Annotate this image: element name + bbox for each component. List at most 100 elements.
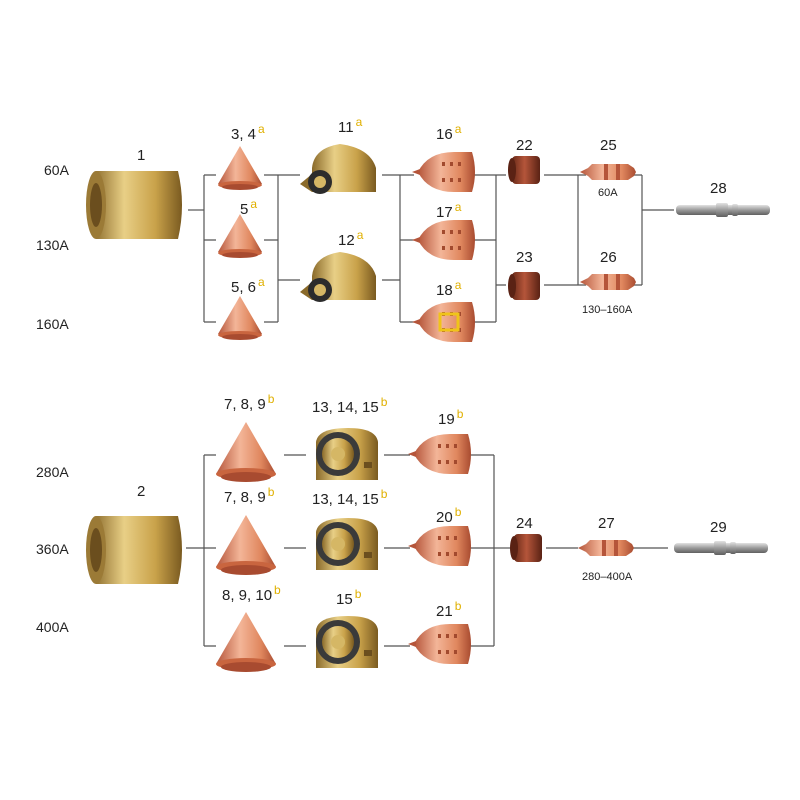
amp-label: 400A — [36, 619, 69, 635]
part-suffix: b — [267, 392, 275, 406]
range-label: 130–160A — [582, 304, 633, 316]
highlight-marker — [438, 312, 460, 332]
tip-16 — [412, 152, 475, 192]
part-label: 1 — [137, 148, 147, 163]
part-suffix: b — [456, 407, 464, 421]
swirl-ring-24 — [510, 534, 542, 562]
tip-19 — [408, 434, 471, 474]
part-number: 28 — [710, 180, 727, 197]
part-suffix: a — [356, 228, 364, 242]
part-number: 24 — [516, 515, 533, 532]
cooling-tube-28 — [676, 203, 770, 217]
part-number: 2 — [137, 483, 146, 500]
part-number: 5, 6 — [231, 279, 257, 296]
part-number: 23 — [516, 249, 533, 266]
retaining-cap-13-14-15-a — [316, 428, 378, 480]
part-number: 29 — [710, 519, 727, 536]
part-label: 26 — [600, 250, 619, 265]
part-number: 18 — [436, 282, 453, 299]
part-number: 12 — [338, 232, 355, 249]
part-suffix: b — [454, 599, 462, 613]
nozzle-5 — [218, 214, 262, 258]
shield-cap-2 — [86, 516, 182, 584]
part-suffix: a — [454, 122, 462, 136]
amp-label: 360A — [36, 541, 69, 557]
part-suffix: a — [258, 275, 265, 289]
part-number: 8, 9, 10 — [222, 587, 273, 604]
part-suffix: b — [380, 395, 388, 409]
nozzle-8-9-10 — [216, 612, 276, 672]
tip-21 — [408, 624, 471, 664]
part-number: 7, 8, 9 — [224, 489, 266, 506]
part-number: 16 — [436, 126, 453, 143]
retaining-cap-15 — [316, 616, 378, 668]
part-label: 22 — [516, 138, 535, 153]
retaining-cap-11 — [300, 144, 376, 194]
swirl-ring-22 — [508, 156, 540, 184]
nozzle-7-8-9-a — [216, 422, 276, 482]
range-label: 280–400A — [582, 571, 633, 583]
part-number: 7, 8, 9 — [224, 396, 266, 413]
part-number: 11 — [338, 119, 354, 136]
amp-label: 60A — [44, 162, 69, 178]
cooling-tube-29 — [674, 541, 768, 555]
shield-cap-1 — [86, 171, 182, 239]
retaining-cap-13-14-15-b — [316, 518, 378, 570]
part-suffix: a — [454, 278, 462, 292]
part-number: 26 — [600, 249, 617, 266]
part-label: 25 — [600, 138, 619, 153]
part-number: 17 — [436, 204, 453, 221]
amp-label: 160A — [36, 316, 69, 332]
part-number: 13, 14, 15 — [312, 491, 379, 508]
part-suffix: b — [354, 587, 362, 601]
part-suffix: b — [267, 485, 275, 499]
part-label: 27 — [598, 516, 617, 531]
part-suffix: a — [258, 122, 265, 136]
swirl-ring-23 — [508, 272, 540, 300]
part-suffix: b — [380, 487, 388, 501]
part-number: 21 — [436, 603, 453, 620]
amp-label: 280A — [36, 464, 69, 480]
amp-label: 130A — [36, 237, 69, 253]
electrode-25 — [580, 164, 636, 180]
range-label: 60A — [598, 187, 618, 199]
part-number: 20 — [436, 509, 453, 526]
part-number: 15 — [336, 591, 353, 608]
part-suffix: b — [274, 583, 281, 597]
part-number: 22 — [516, 137, 533, 154]
nozzle-5-6 — [218, 296, 262, 340]
connector-lines — [186, 174, 674, 647]
electrode-27 — [578, 540, 634, 556]
part-label: 28 — [710, 181, 729, 196]
tip-20 — [408, 526, 471, 566]
part-label: 24 — [516, 516, 535, 531]
part-number: 5 — [240, 201, 249, 218]
retaining-cap-12 — [300, 252, 376, 302]
tip-17 — [412, 220, 475, 260]
part-label: 29 — [710, 520, 729, 535]
nozzle-7-8-9-b — [216, 515, 276, 575]
part-number: 1 — [137, 147, 146, 164]
nozzle-3-4 — [218, 146, 262, 190]
part-suffix: a — [250, 197, 258, 211]
part-number: 27 — [598, 515, 615, 532]
part-suffix: a — [454, 200, 462, 214]
